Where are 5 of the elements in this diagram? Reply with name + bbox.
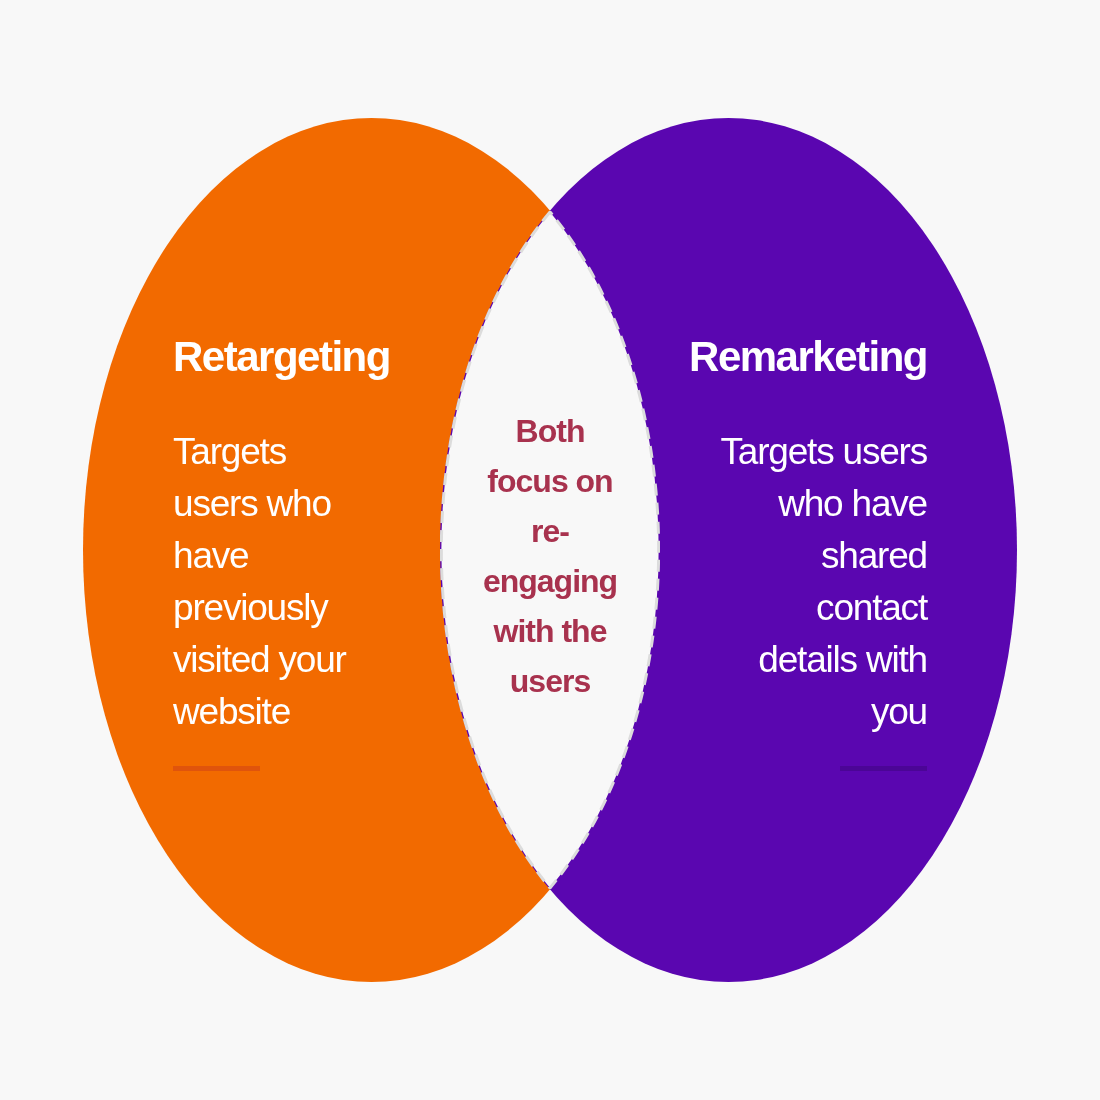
circle-heading: Remarketing — [689, 333, 927, 381]
description-text: Targets users who have previously visited your website — [173, 430, 348, 734]
description-text: Targets users who have shared contact details with you — [719, 430, 927, 734]
overlap-text: Both focus on re-engaging with the users — [481, 412, 619, 701]
circle-heading: Retargeting — [173, 333, 390, 381]
